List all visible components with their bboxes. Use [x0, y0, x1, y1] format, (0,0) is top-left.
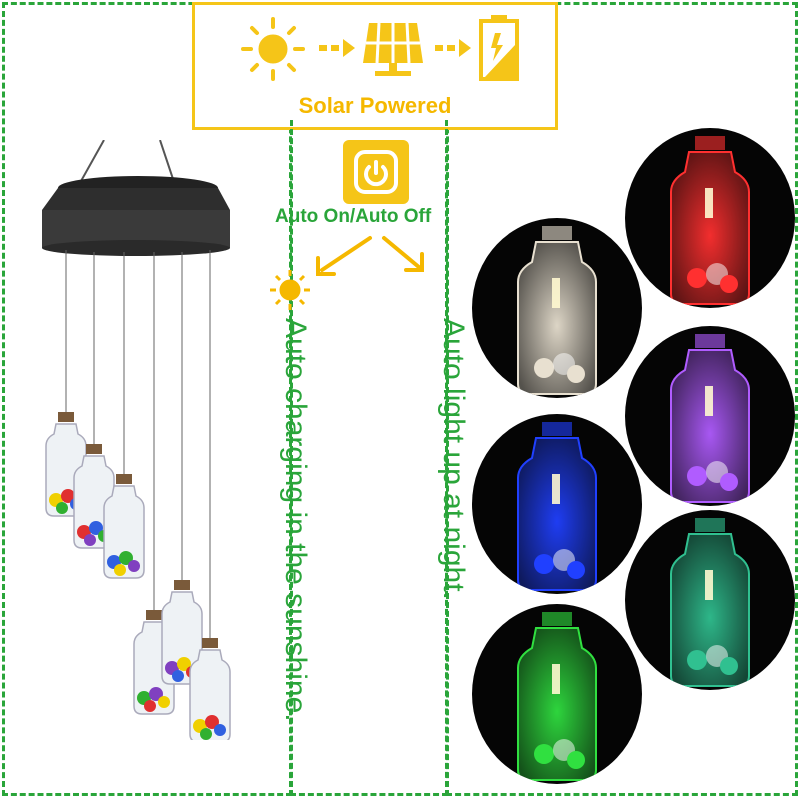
jar-strings — [65, 250, 211, 638]
auto-light-text: Auto light up at night. — [437, 318, 470, 600]
battery-icon — [479, 15, 519, 81]
small-sun-icon — [270, 270, 310, 310]
power-icon — [354, 150, 398, 194]
arrow-to-sun-icon — [316, 236, 372, 276]
jar-glow-purple — [670, 334, 750, 503]
jar-glow-teal — [670, 518, 750, 687]
sun-icon — [241, 17, 305, 81]
night-glow-circle — [472, 604, 642, 784]
jar-glow-green — [517, 612, 597, 781]
arrow-to-moon-icon — [382, 236, 424, 272]
middle-panel-frame — [290, 120, 448, 796]
day-night-arrows — [270, 236, 456, 310]
jar-icon — [161, 580, 203, 685]
solar-panel-icon — [363, 22, 423, 76]
solar-powered-banner: Solar Powered — [192, 2, 558, 130]
jar-icon — [189, 638, 231, 740]
power-button — [343, 140, 409, 204]
auto-charging-text: Auto charging in the sunshine. — [279, 318, 312, 722]
night-glow-circle — [472, 218, 642, 398]
moon-icon — [439, 272, 456, 301]
hanging-jars — [45, 412, 231, 740]
solar-cap-icon — [42, 176, 230, 256]
jar-icon — [103, 474, 145, 579]
arrow-icon — [319, 39, 355, 57]
jar-glow-white — [517, 226, 597, 395]
jar-glow-red — [670, 136, 750, 305]
jar-glow-blue — [517, 422, 597, 591]
wind-chime-illustration — [42, 140, 231, 740]
solar-powered-label: Solar Powered — [298, 93, 452, 118]
night-glow-circle — [472, 414, 642, 594]
night-glow-circle — [625, 326, 795, 506]
night-glow-circle — [625, 510, 795, 690]
night-glow-circle — [625, 128, 795, 308]
auto-on-off-caption: Auto On/Auto Off — [275, 206, 432, 227]
solar-flow-icons — [241, 15, 519, 81]
arrow-icon — [435, 39, 471, 57]
